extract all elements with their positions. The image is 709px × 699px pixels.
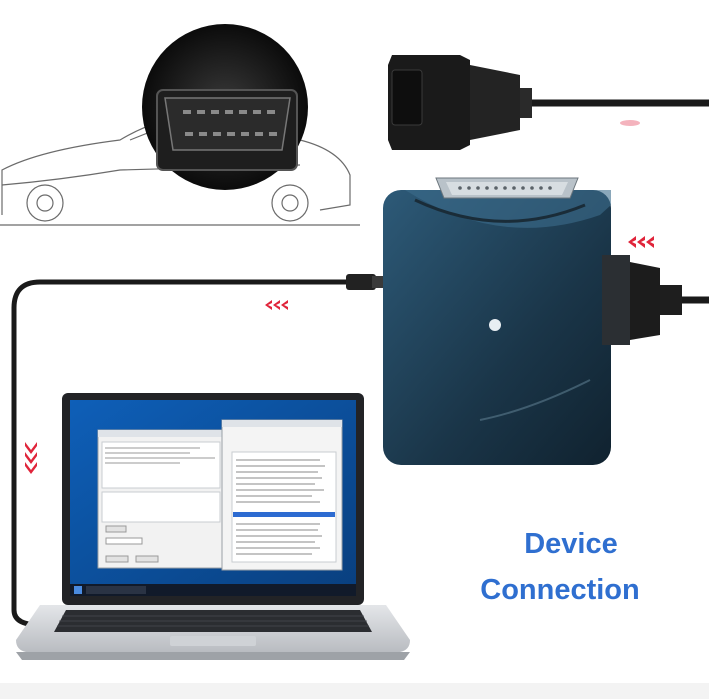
obd-connector <box>388 55 709 150</box>
laptop <box>16 393 410 660</box>
chevron-left-icon <box>628 236 654 248</box>
chevron-left-icon <box>265 300 288 310</box>
caption-device: Device <box>524 528 618 560</box>
chevron-down-icon <box>25 442 37 474</box>
obd-port-closeup <box>142 24 308 190</box>
usb-plug <box>346 274 376 290</box>
diagnostic-device <box>383 177 682 465</box>
red-arrow-small <box>620 120 640 126</box>
caption-connection: Connection <box>480 574 640 606</box>
